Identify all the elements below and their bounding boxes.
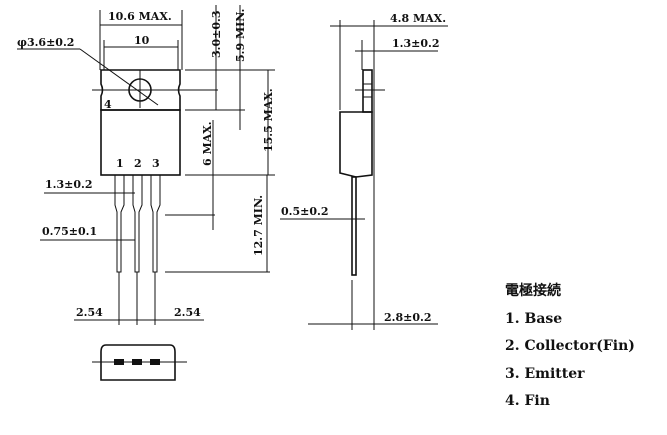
legend-item-collector: 2. Collector(Fin) (505, 338, 635, 354)
dim-fin: 1.3±0.2 (392, 37, 440, 50)
front-view: 1 2 3 4 10.6 MAX. 10 φ3.6±0.2 3.0±0.3 5.… (17, 5, 275, 325)
legend-item-base: 1. Base (505, 310, 563, 327)
dim-hole: φ3.6±0.2 (17, 36, 74, 49)
dim-tab-hole: 3.0±0.3 (210, 11, 223, 59)
legend-item-fin: 4. Fin (505, 393, 550, 409)
dim-pitch-right: 2.54 (174, 306, 201, 319)
dim-body-height: 15.5 MAX. (262, 88, 275, 152)
dim-lead-length: 12.7 MIN. (252, 195, 265, 256)
dim-lead-shoulder: 6 MAX. (201, 121, 214, 166)
bottom-view (92, 344, 187, 381)
pin-label-2: 2 (134, 157, 142, 170)
body-outline (100, 109, 181, 176)
dim-lead-thin: 0.75±0.1 (42, 225, 97, 238)
pin-connection-legend: 電極接続 1. Base 2. Collector(Fin) 3. Emitte… (505, 278, 635, 416)
dim-pitch-left: 2.54 (76, 306, 103, 319)
fin-label-4: 4 (104, 98, 112, 111)
dim-offset: 2.8±0.2 (384, 311, 432, 324)
legend-item-emitter: 3. Emitter (505, 365, 585, 382)
dim-lead-width: 1.3±0.2 (45, 178, 93, 191)
dim-width-max: 10.6 MAX. (108, 10, 172, 23)
side-view: 4.8 MAX. 1.3±0.2 0.5±0.2 2.8±0.2 (280, 12, 448, 330)
dim-thickness: 4.8 MAX. (390, 12, 446, 25)
leads (114, 175, 161, 325)
dim-lead: 0.5±0.2 (281, 205, 329, 218)
pin-label-3: 3 (152, 157, 160, 170)
pin-label-1: 1 (116, 157, 124, 170)
dim-tab-min: 5.9 MIN. (234, 9, 247, 62)
legend-title: 電極接続 (505, 283, 561, 299)
dim-width: 10 (134, 34, 150, 47)
